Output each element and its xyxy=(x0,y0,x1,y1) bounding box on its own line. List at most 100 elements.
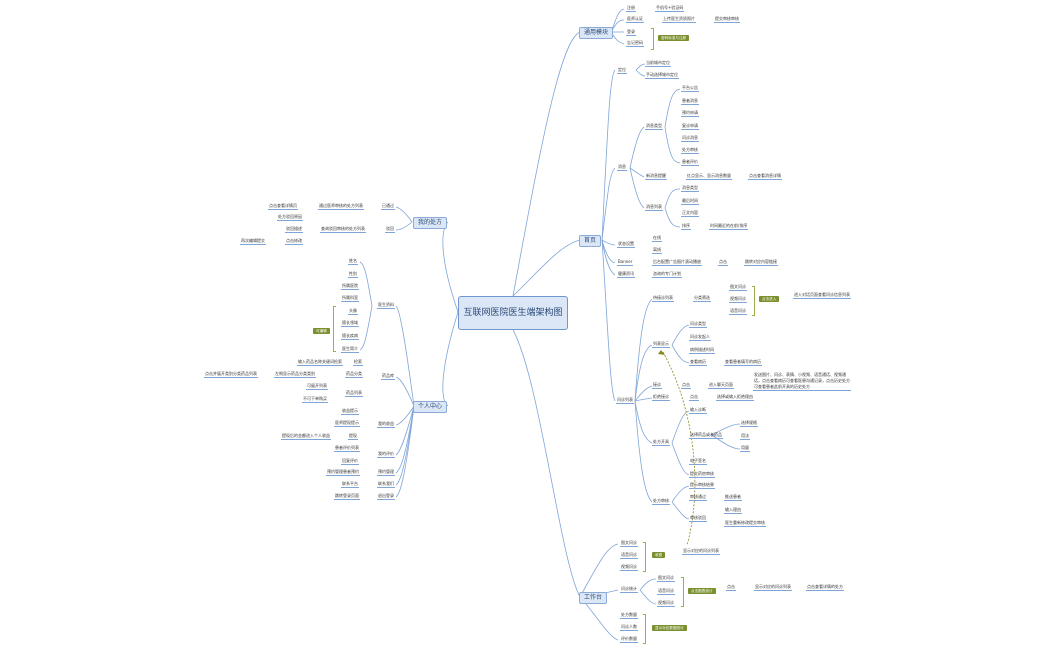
node-doctor-edit: 医生重新修改提交审核 xyxy=(724,520,766,527)
node-income-2: 医师提现提示 xyxy=(334,420,360,427)
node-msg-type: 消息类型 xyxy=(645,123,663,130)
branch-home[interactable]: 首页 xyxy=(579,235,602,247)
node-enter-desc: 进入对话页面查看问诊信息列表 xyxy=(793,292,851,299)
node-reserve-desc: 预约管理患者预约 xyxy=(326,469,360,476)
node-submit-rx: 提交药房审核 xyxy=(689,471,715,478)
node-search-desc: 输入药品名称关键词检索 xyxy=(297,359,343,366)
node-contact-desc: 联系平台 xyxy=(341,481,359,488)
node-drug-prop-3: 用量 xyxy=(740,445,750,452)
node-msg-type-1: 平台公告 xyxy=(681,85,699,92)
node-withdraw-desc: 提现后的金额进入个人收益 xyxy=(281,433,331,440)
node-msg-list-2: 最后时间 xyxy=(681,198,699,205)
node-location: 定位 xyxy=(617,67,627,74)
bracket-common xyxy=(651,28,654,50)
node-banner-desc: 后台配置广告图片滚动播放 xyxy=(652,259,702,266)
node-logout: 退出登录 xyxy=(377,493,395,500)
node-wb-stat-desc: 显示对应的问诊列表 xyxy=(754,584,792,591)
mindmap-root-title: 互联网医院医生端架构图 xyxy=(458,296,568,330)
node-loc-auto: 当前城市定位 xyxy=(645,60,671,67)
node-eval-b: 回复评价 xyxy=(341,458,359,465)
bracket-info xyxy=(333,306,336,352)
node-list-2: 问诊发起人 xyxy=(689,334,711,341)
node-list-b: 不可下单购买 xyxy=(302,396,328,403)
node-view-record: 查看患者填写的病历 xyxy=(724,359,762,366)
branch-prescription[interactable]: 我的处方 xyxy=(413,217,448,229)
node-health-news-desc: 咨询的专门计划 xyxy=(652,271,682,278)
branch-workbench[interactable]: 工作台 xyxy=(579,592,608,604)
tag-common: 密码标准与注册 xyxy=(658,35,690,41)
node-filter-2: 视频问诊 xyxy=(729,296,747,303)
node-filter-1: 图文问诊 xyxy=(729,284,747,291)
node-rejected: 驳回 xyxy=(385,226,395,233)
node-category-click: 点击并展开类别分类药品列表 xyxy=(204,371,258,378)
node-choose-drug: 选择药品或者药品 xyxy=(689,432,723,439)
node-doc-auth: 医师认证 xyxy=(626,16,644,23)
node-contact: 联系我们 xyxy=(377,481,395,488)
node-info-8: 医生简介 xyxy=(341,346,359,353)
node-eval-a: 患者评价列表 xyxy=(334,445,360,452)
node-message: 消息 xyxy=(617,164,627,171)
node-wb-click: 点击 xyxy=(726,584,736,591)
node-busy: 离线 xyxy=(652,247,662,254)
node-rejected-3: 点击修改 xyxy=(285,238,303,245)
node-list-show: 列表显示 xyxy=(652,341,670,348)
node-wb-type-b1: 图文问诊 xyxy=(657,575,675,582)
node-info-7: 擅长疾病 xyxy=(341,333,359,340)
node-review-fail: 审核驳回 xyxy=(689,515,707,522)
bracket-wb-c xyxy=(643,614,646,644)
node-login: 登录 xyxy=(626,29,636,36)
node-register-method: 手机号+验证码 xyxy=(655,5,685,12)
branch-common[interactable]: 通用模块 xyxy=(579,27,614,39)
node-inquiry-stat: 问诊统计 xyxy=(620,586,638,593)
node-forgot: 忘记密码 xyxy=(626,40,644,47)
node-rejected-desc: 查询驳回审核的处方列表 xyxy=(320,226,366,233)
node-drug-list: 药品列表 xyxy=(345,390,363,397)
node-msg-type-7: 患者评价 xyxy=(681,159,699,166)
node-reserve: 预约管理 xyxy=(377,469,395,476)
node-drug-prop-1: 选择规格 xyxy=(740,420,758,427)
node-refuse-desc: 选择或输入拒绝理由 xyxy=(716,394,754,401)
node-wb-a-desc: 显示对应的问诊列表 xyxy=(682,548,720,555)
node-msg-type-4: 复诊申请 xyxy=(681,123,699,130)
node-health-news: 健康资讯 xyxy=(617,271,635,278)
node-rejected-1: 处方驳回原因 xyxy=(277,214,303,221)
node-wb-type-b3: 视频问诊 xyxy=(657,600,675,607)
node-msg-type-3: 预约申请 xyxy=(681,110,699,117)
node-red-dot: 红点显示、显示消息数量 xyxy=(686,173,732,180)
tag-wb-b: 点击图表统计 xyxy=(688,588,716,594)
node-banner-click: 点击 xyxy=(718,259,728,266)
node-msg-list-3: 正文内容 xyxy=(681,210,699,217)
node-accept-click: 点击 xyxy=(681,382,691,389)
node-rx-open: 处方开具 xyxy=(652,439,670,446)
tag-info: 可编辑 xyxy=(313,328,330,334)
node-list-1: 问诊类型 xyxy=(689,321,707,328)
node-drug-prop-2: 用法 xyxy=(740,433,750,440)
node-info-6: 擅长领域 xyxy=(341,320,359,327)
node-list-3: 病例描述时间 xyxy=(689,347,715,354)
node-inquiry-list: 问诊列表 xyxy=(616,397,634,404)
node-passed-detail: 点击查看详情页 xyxy=(268,203,298,210)
branch-personal[interactable]: 个人中心 xyxy=(413,401,448,413)
node-refuse: 拒绝接诊 xyxy=(652,394,670,401)
node-resubmit: 再次编辑提交 xyxy=(240,238,266,245)
node-sort: 排序 xyxy=(681,223,691,230)
node-wb-type-a2: 语音问诊 xyxy=(620,552,638,559)
node-eval-count: 评价数量 xyxy=(620,636,638,643)
node-sort-rule: 时间最近的在前/排序 xyxy=(709,223,749,230)
node-wb-type-b2: 语音问诊 xyxy=(657,588,675,595)
node-e-sign: 电子签名 xyxy=(689,458,707,465)
node-rx-review: 处方审核 xyxy=(652,498,670,505)
node-online: 在线 xyxy=(652,235,662,242)
node-status-setting: 状态设置 xyxy=(617,241,635,248)
tag-click-enter: 点击进入 xyxy=(759,296,780,302)
bracket-filter xyxy=(752,286,755,316)
node-rx-count: 处方数量 xyxy=(620,612,638,619)
node-loc-manual: 手动选择城市定位 xyxy=(645,72,679,79)
node-msg-type-5: 问诊消息 xyxy=(681,135,699,142)
dashed-relation-line xyxy=(662,351,696,546)
tag-wb-c: 显示对应数据统计 xyxy=(652,625,687,631)
node-enter-chat: 进入聊天页面 xyxy=(708,382,734,389)
node-refuse-click: 点击 xyxy=(689,394,699,401)
node-upload-cert: 上传医生资质照片 xyxy=(662,16,696,23)
node-info-5: 头像 xyxy=(348,308,358,315)
